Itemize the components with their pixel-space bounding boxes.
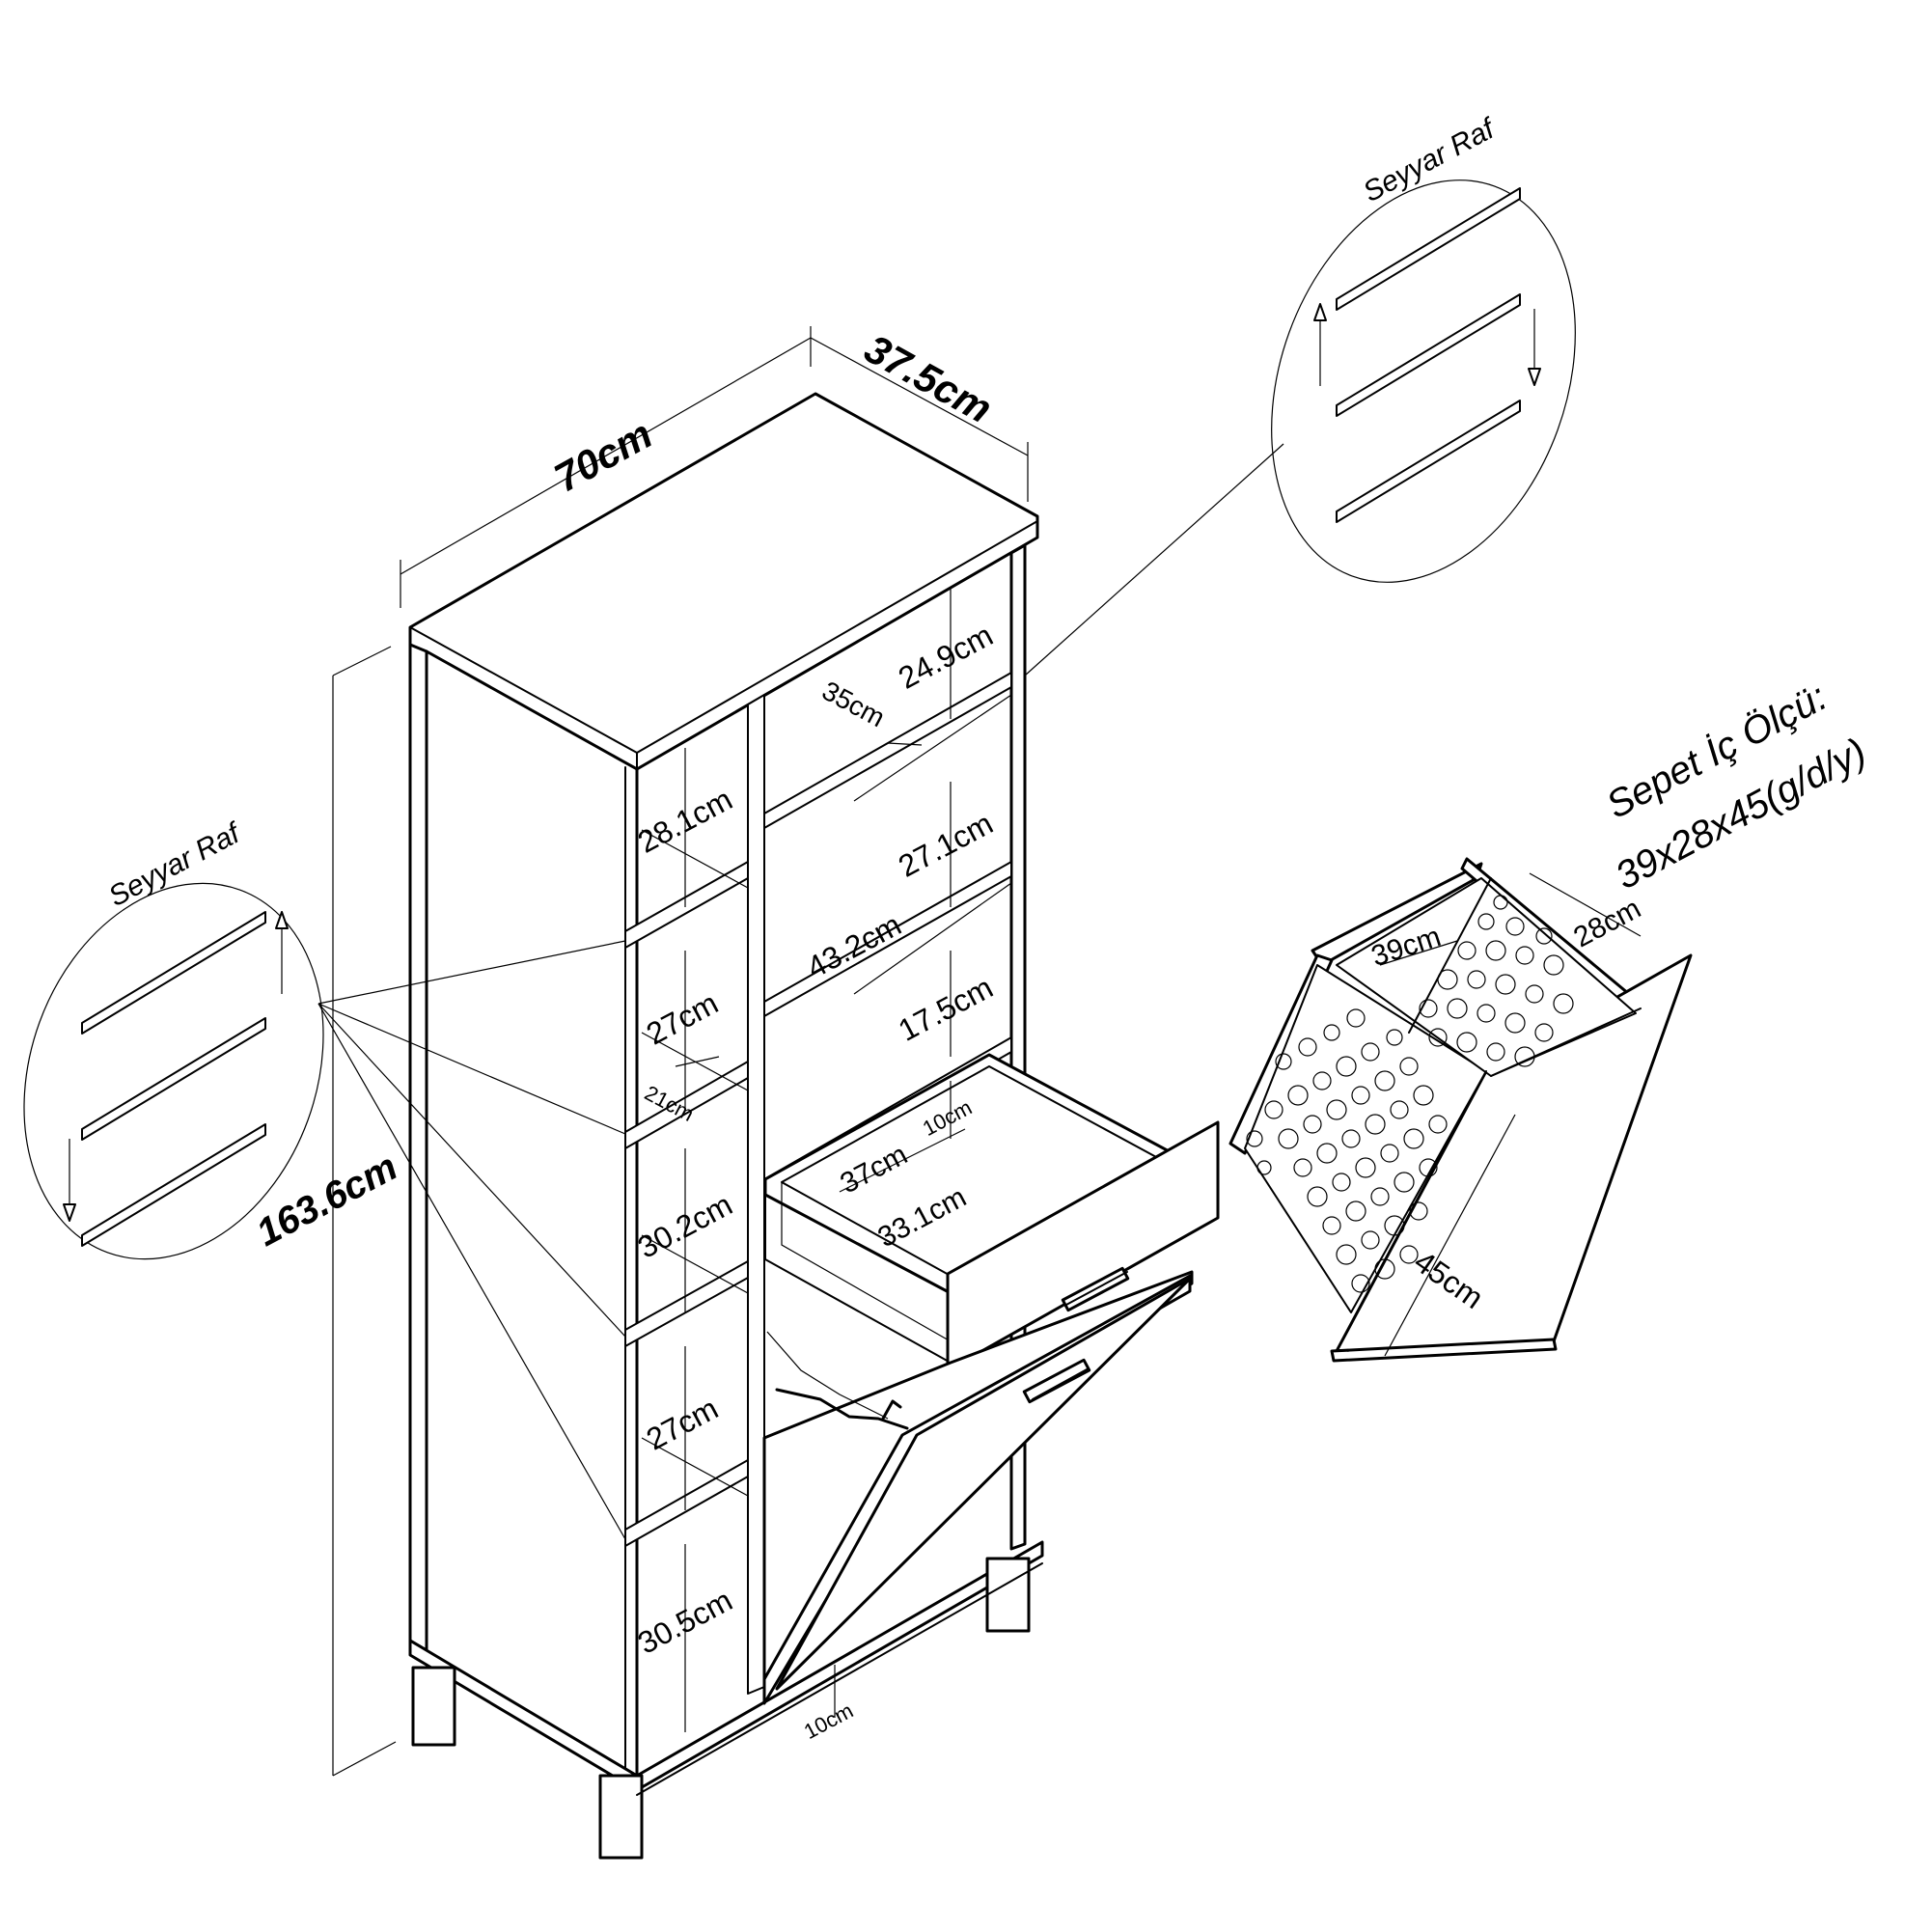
cabinet-front-side-panel <box>425 649 639 1778</box>
left-h4-label: 27cm <box>641 1391 724 1457</box>
right-width-label: 43.2cm <box>801 907 907 985</box>
cabinet-left-side <box>408 643 428 1652</box>
right-h2-label: 27.1cm <box>893 806 999 884</box>
basket-detail <box>1228 857 1693 1363</box>
leg-height-label: 10cm <box>800 1698 857 1744</box>
drawer-front[interactable] <box>946 1120 1220 1372</box>
laundry-bin[interactable] <box>762 1270 1194 1705</box>
basket-perforation-left <box>1246 1008 1448 1293</box>
leg-front-right <box>985 1557 1031 1633</box>
drawer-handle[interactable] <box>1061 1266 1130 1312</box>
cabinet <box>408 392 1220 1860</box>
drawer[interactable] <box>763 1053 1220 1372</box>
right-depth-label: 35cm <box>817 676 890 733</box>
right-shelf-callout <box>1271 179 1576 583</box>
left-callout-label: Seyyar Raf <box>103 816 247 913</box>
overall-dimensions <box>332 326 1029 1777</box>
callout-leaders <box>317 443 1284 1540</box>
height-label: 163.6cm <box>250 1145 404 1255</box>
internal-dimension-lines <box>675 589 966 1732</box>
leg-front-middle <box>598 1774 644 1860</box>
cabinet-middle-divider <box>747 694 765 1695</box>
width-label: 70cm <box>547 411 660 501</box>
right-h3-label: 17.5cm <box>893 970 999 1048</box>
bin-handle[interactable] <box>1022 1358 1091 1404</box>
labels: 70cm 37.5cm 163.6cm Seyyar Raf Seyyar Ra… <box>103 112 1873 1744</box>
left-h2-label: 27cm <box>641 985 724 1052</box>
left-shelf-callout <box>23 882 324 1260</box>
leg-front-left <box>411 1666 456 1747</box>
left-shelves <box>624 829 749 1547</box>
depth-label: 37.5cm <box>857 325 999 431</box>
right-h1-label: 24.9cm <box>893 618 999 696</box>
basket-perforation-back <box>1419 895 1574 1067</box>
right-callout-label: Seyyar Raf <box>1358 112 1502 208</box>
